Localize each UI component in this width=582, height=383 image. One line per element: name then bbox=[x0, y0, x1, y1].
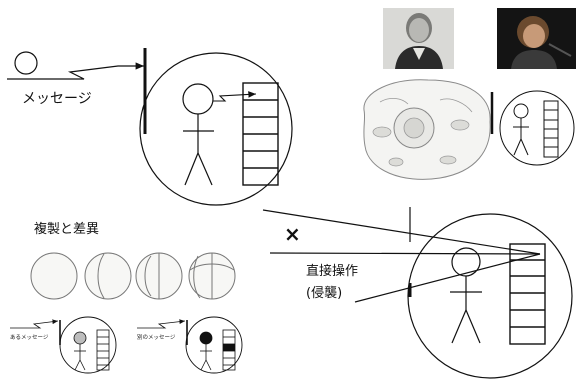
stick-figure-leg-left bbox=[184, 152, 199, 186]
stick-figure-head bbox=[182, 83, 214, 115]
mini-b-message-label: 別のメッセージ bbox=[137, 335, 176, 341]
stick-figure-leg-right bbox=[197, 152, 213, 186]
division-stage-1 bbox=[30, 252, 78, 300]
sender-circle bbox=[14, 51, 38, 75]
invasion-beam-2 bbox=[269, 252, 541, 255]
division-stage-3 bbox=[135, 252, 183, 300]
mini-b-filled-slot bbox=[223, 344, 235, 351]
portrait-photo-left bbox=[383, 8, 454, 69]
direct-operation-diagram bbox=[262, 207, 573, 379]
direct-operation-label: 直接操作 bbox=[305, 264, 358, 279]
small-cell-diagram bbox=[490, 90, 575, 166]
cell-illustration bbox=[363, 79, 491, 180]
mini-diagram-b bbox=[137, 316, 243, 374]
mini-b-head bbox=[199, 331, 213, 345]
mini-diagram-a bbox=[10, 316, 117, 374]
invaded-cell-circle bbox=[407, 213, 573, 379]
replication-title: 複製と差異 bbox=[34, 222, 100, 237]
invasion-beam-3 bbox=[354, 253, 541, 303]
message-lightning bbox=[60, 62, 144, 80]
invasion-beam-1 bbox=[262, 209, 541, 255]
division-stage-4 bbox=[188, 252, 236, 300]
cell-division-stages bbox=[30, 252, 236, 300]
thought-lightning bbox=[213, 91, 257, 102]
invasion-label: (侵襲) bbox=[306, 286, 343, 301]
mini-a-head bbox=[73, 331, 87, 345]
main-diagram bbox=[7, 48, 293, 206]
portrait-photo-right bbox=[497, 8, 576, 69]
message-label: メッセージ bbox=[22, 91, 92, 107]
mini-a-message-label: あるメッセージ bbox=[10, 335, 49, 341]
main-cell-circle bbox=[139, 52, 293, 206]
division-stage-2 bbox=[84, 252, 132, 300]
cross-mark: × bbox=[284, 222, 301, 246]
